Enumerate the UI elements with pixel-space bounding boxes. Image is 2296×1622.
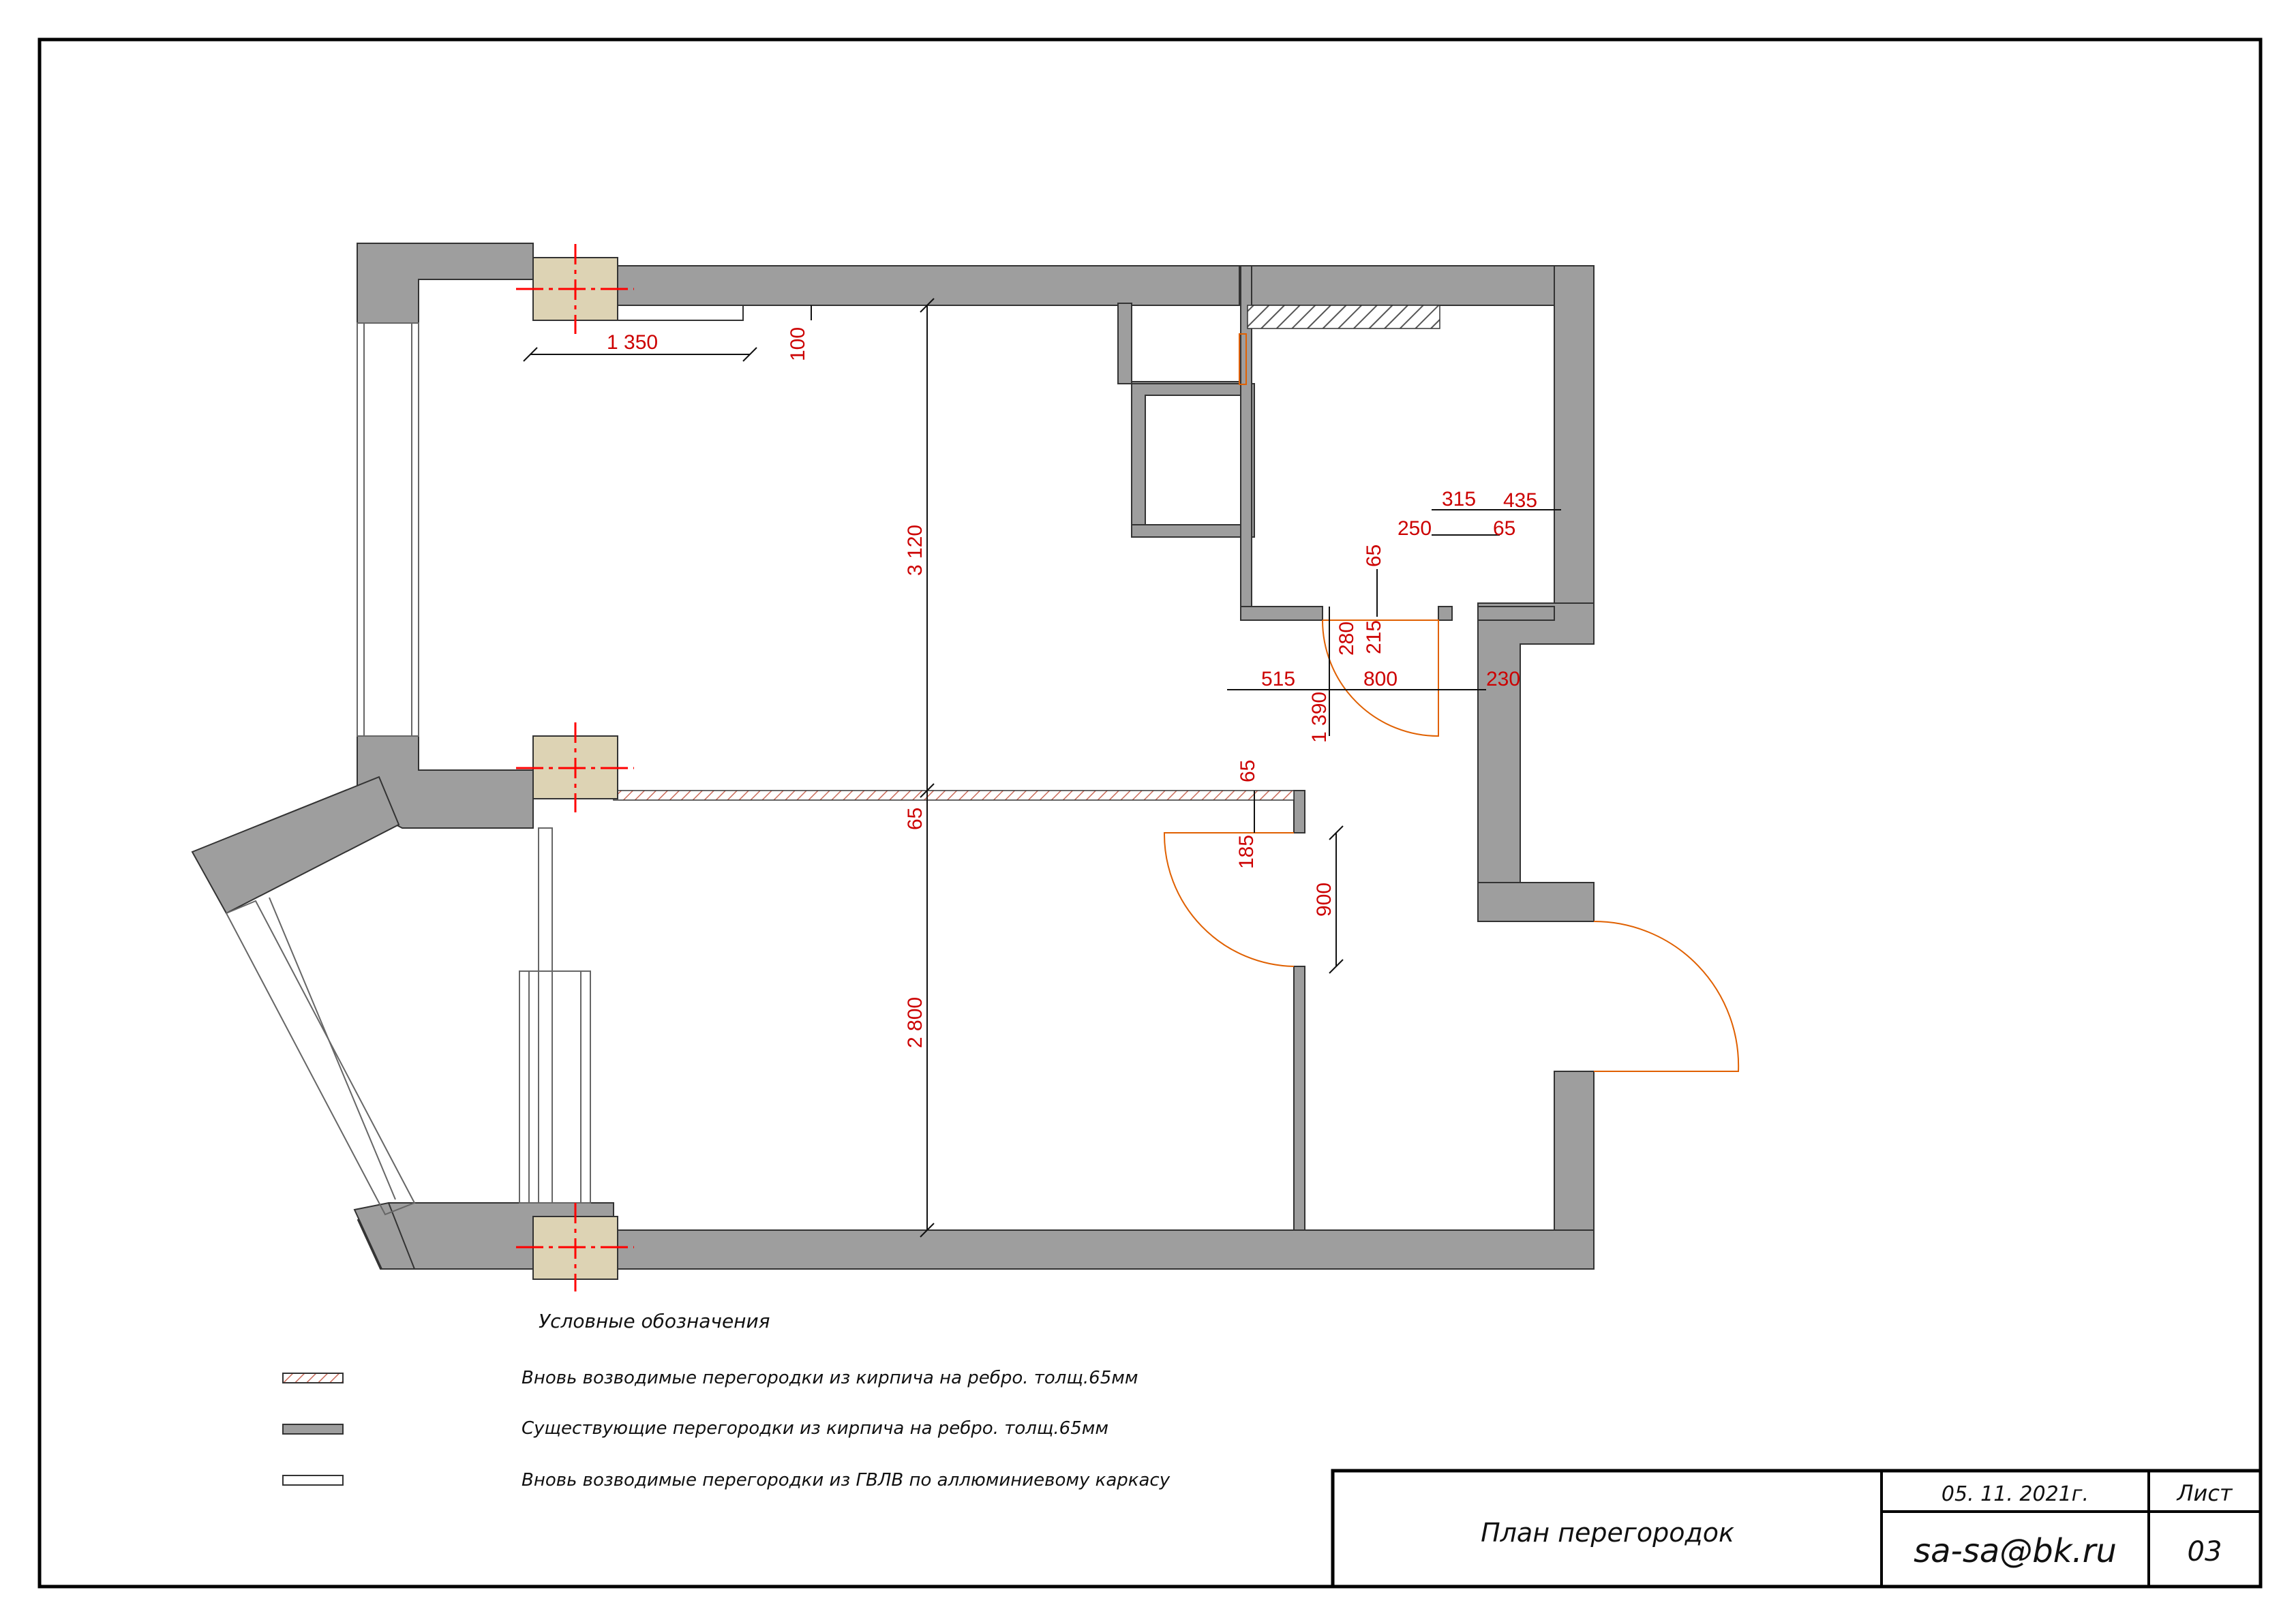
dim-315: 315 [1442,488,1476,510]
sheet-number: 03 [2188,1536,2222,1567]
title-block-frame [1331,1469,2263,1589]
dim-3120: 3 120 [904,525,926,576]
wall-bath-outer [1117,303,1132,384]
window-left-upper [357,322,419,737]
door-bathroom [1322,619,1439,737]
dim-65-mid: 65 [904,808,926,830]
author-email: sa-sa@bk.ru [1914,1532,2117,1570]
drawing-title: План перегородок [1481,1518,1734,1548]
wall-right-step [1477,602,1595,883]
new-partition-horizontal [613,790,1295,801]
dim-185: 185 [1235,835,1258,869]
dim-1350: 1 350 [607,331,658,354]
wall-bay-bottom [353,1202,416,1270]
wall-kitchen-inner [1477,606,1555,621]
wall-bath-bottom [1240,606,1323,621]
wall-kitchen-stub [1438,606,1453,621]
legend-item-new-brick: Вновь возводимые перегородки из кирпича … [522,1368,1138,1388]
dim-1390: 1 390 [1308,692,1331,743]
new-partition-kitchen [1247,305,1440,329]
wall-bay-top [191,776,400,915]
legend-swatch-existing [282,1424,344,1435]
door-room [1163,832,1295,967]
wall-room-divider-lower [1293,966,1305,1231]
existing-walls [191,243,1595,1270]
column-middle [516,722,634,812]
dim-65-r: 65 [1493,517,1515,540]
sheet-border [37,37,2263,1589]
dimension-labels: 1 350 100 3 120 65 2 800 315 435 250 65 … [607,327,1537,1048]
dim-280: 280 [1335,622,1358,656]
window-bay [225,900,416,1216]
wall-stub-upper [1293,790,1305,833]
wall-bath-box [1131,383,1255,538]
legend-swatch-new-brick [282,1373,344,1383]
dim-65-top: 65 [1363,545,1385,567]
legend-item-existing: Существующие перегородки из кирпича на р… [522,1418,1108,1439]
columns [516,244,634,1291]
drawing-date: 05. 11. 2021г. [1942,1482,2089,1506]
window-balcony-door [538,827,553,1204]
dim-515: 515 [1261,668,1295,690]
legend-title: Условные обозначения [539,1310,770,1332]
door-jamb [1239,333,1247,385]
wall-top-right [1239,265,1595,306]
sheet-label: Лист [2176,1480,2233,1506]
wall-bath-left [1118,303,1252,389]
dim-800: 800 [1363,668,1398,690]
dim-900: 900 [1313,883,1335,917]
wall-door-jamb-upper [1477,882,1595,922]
legend-swatch-gvlv [282,1475,344,1486]
existing-radiator-niche [613,305,744,321]
wall-top-left-corner [357,243,534,324]
dim-215: 215 [1363,620,1385,654]
wall-bottom [599,1229,1595,1270]
wall-right-upper [1554,265,1595,645]
column-top [516,244,634,334]
dimension-lines [523,298,1561,1238]
column-bottom [516,1203,634,1291]
dim-230: 230 [1486,668,1520,690]
legend: Условные обозначения Вновь возводимые пе… [282,1310,1170,1490]
dim-250: 250 [1398,517,1432,540]
windows [225,322,591,1216]
door-entrance [1593,921,1740,1072]
title-block: План перегородок 05. 11. 2021г. sa-sa@bk… [1331,1469,2263,1589]
doors [1163,333,1740,1072]
dim-2800: 2 800 [904,997,926,1048]
window-balcony-frame [519,970,591,1204]
dim-435: 435 [1503,489,1537,512]
dim-100: 100 [787,327,809,361]
dim-65-door: 65 [1237,760,1259,782]
legend-item-gvlv: Вновь возводимые перегородки из ГВЛВ по … [522,1470,1170,1490]
wall-top [532,265,1240,306]
